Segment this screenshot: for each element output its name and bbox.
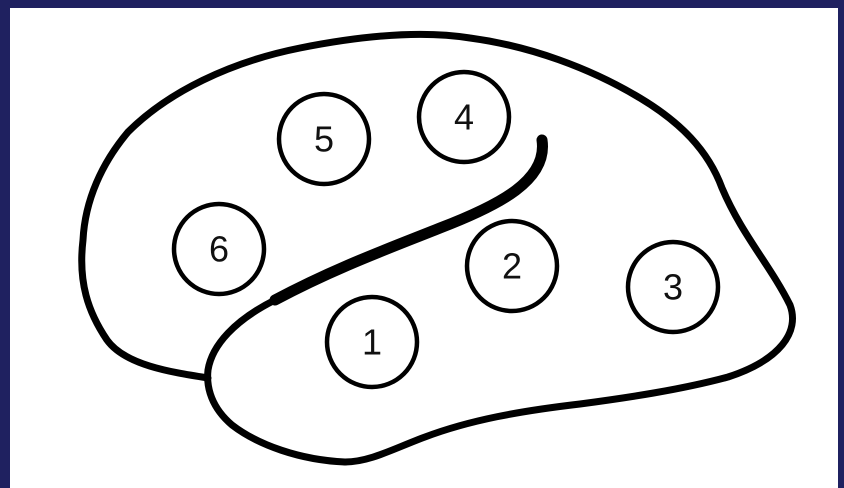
region-marker-3: 3 [628,242,718,332]
region-marker-6: 6 [174,204,264,294]
region-marker-2: 2 [467,221,557,311]
region-label-6: 6 [209,229,229,270]
region-marker-4: 4 [419,72,509,162]
region-label-5: 5 [314,119,334,160]
region-label-4: 4 [454,97,474,138]
region-marker-1: 1 [327,297,417,387]
region-label-3: 3 [663,267,683,308]
region-label-2: 2 [502,246,522,287]
temporal-lobe-outline [208,300,345,462]
region-label-1: 1 [362,322,382,363]
region-marker-5: 5 [279,94,369,184]
